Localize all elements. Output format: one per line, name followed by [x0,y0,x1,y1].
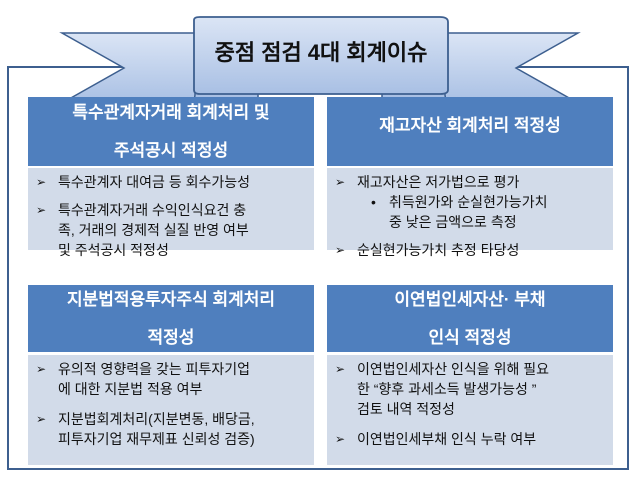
item-text: 중 낮은 금액으로 측정 [389,214,517,230]
item-text: 한 “향후 과세소득 발생가능성 ” [357,381,537,397]
list-item: ➢ 유의적 영향력을 갖는 피투자기업 에 대한 지분법 적용 여부 [28,359,314,399]
header-line: 이연법인세자산· 부채 [394,289,546,309]
list-item: ➢ 지분법회계처리(지분변동, 배당금, 피투자기업 재무제표 신뢰성 검증) [28,409,314,449]
dot-bullet-icon: • [371,194,376,210]
item-text: 피투자기업 재무제표 신뢰성 검증) [58,431,255,447]
arrow-bullet-icon: ➢ [36,203,47,217]
arrow-bullet-icon: ➢ [36,175,47,189]
arrow-bullet-icon: ➢ [36,362,47,376]
list-item: ➢ 이연법인세부채 인식 누락 여부 [327,429,613,449]
item-text: 족, 거래의 경제적 실질 반영 여부 [58,222,249,238]
cell-header-deferred-tax: 이연법인세자산· 부채 인식 적정성 [327,285,613,352]
item-text: 지분법회계처리(지분변동, 배당금, [58,411,255,427]
title-ribbon [59,16,581,106]
header-line: 지분법적용투자주식 회계처리 [66,289,276,309]
item-text: 이연법인세부채 인식 누락 여부 [357,431,537,447]
list-item: ➢ 이연법인세자산 인식을 위해 필요 한 “향후 과세소득 발생가능성 ” 검… [327,359,613,419]
arrow-bullet-icon: ➢ [335,243,346,257]
list-item: ➢ 재고자산은 저가법으로 평가 [327,172,613,192]
header-line: 재고자산 회계처리 적정성 [379,116,561,135]
cell-header-related-party: 특수관계자거래 회계처리 및 주석공시 적정성 [28,97,314,166]
item-text: 취득원가와 순실현가능가치 [389,194,548,210]
header-line: 특수관계자거래 회계처리 및 [72,102,270,122]
item-text: 유의적 영향력을 갖는 피투자기업 [58,361,250,377]
cell-body-equity-method: ➢ 유의적 영향력을 갖는 피투자기업 에 대한 지분법 적용 여부 ➢ 지분법… [28,355,314,465]
item-text: 특수관계자 대여금 등 회수가능성 [58,174,250,190]
arrow-bullet-icon: ➢ [335,432,346,446]
header-line: 인식 적정성 [428,327,512,347]
item-text: 특수관계자거래 수익인식요건 충 [58,202,247,218]
header-line: 주석공시 적정성 [113,140,229,160]
list-item: ➢ 특수관계자거래 수익인식요건 충 족, 거래의 경제적 실질 반영 여부 및… [28,200,314,260]
arrow-bullet-icon: ➢ [36,412,47,426]
cell-body-inventory: ➢ 재고자산은 저가법으로 평가 • 취득원가와 순실현가능가치 중 낮은 금액으… [327,168,613,258]
list-item: ➢ 순실현가능가치 추정 타당성 [327,240,613,260]
arrow-bullet-icon: ➢ [335,362,346,376]
cell-header-equity-method: 지분법적용투자주식 회계처리 적정성 [28,285,314,352]
page-title: 중점 점검 4대 회계이슈 [214,40,428,65]
item-text: 검토 내역 적정성 [357,401,455,417]
arrow-bullet-icon: ➢ [335,175,346,189]
sub-item: • 취득원가와 순실현가능가치 중 낮은 금액으로 측정 [327,192,613,232]
item-text: 재고자산은 저가법으로 평가 [357,174,520,190]
cell-body-deferred-tax: ➢ 이연법인세자산 인식을 위해 필요 한 “향후 과세소득 발생가능성 ” 검… [327,355,613,465]
header-line: 적정성 [147,327,195,347]
item-text: 순실현가능가치 추정 타당성 [357,242,520,258]
item-text: 이연법인세자산 인식을 위해 필요 [357,361,549,377]
item-text: 에 대한 지분법 적용 여부 [58,381,203,397]
cell-body-related-party: ➢ 특수관계자 대여금 등 회수가능성 ➢ 특수관계자거래 수익인식요건 충 족,… [28,168,314,258]
item-text: 및 주석공시 적정성 [58,242,169,258]
list-item: ➢ 특수관계자 대여금 등 회수가능성 [28,172,314,192]
cell-header-inventory: 재고자산 회계처리 적정성 [327,97,613,166]
